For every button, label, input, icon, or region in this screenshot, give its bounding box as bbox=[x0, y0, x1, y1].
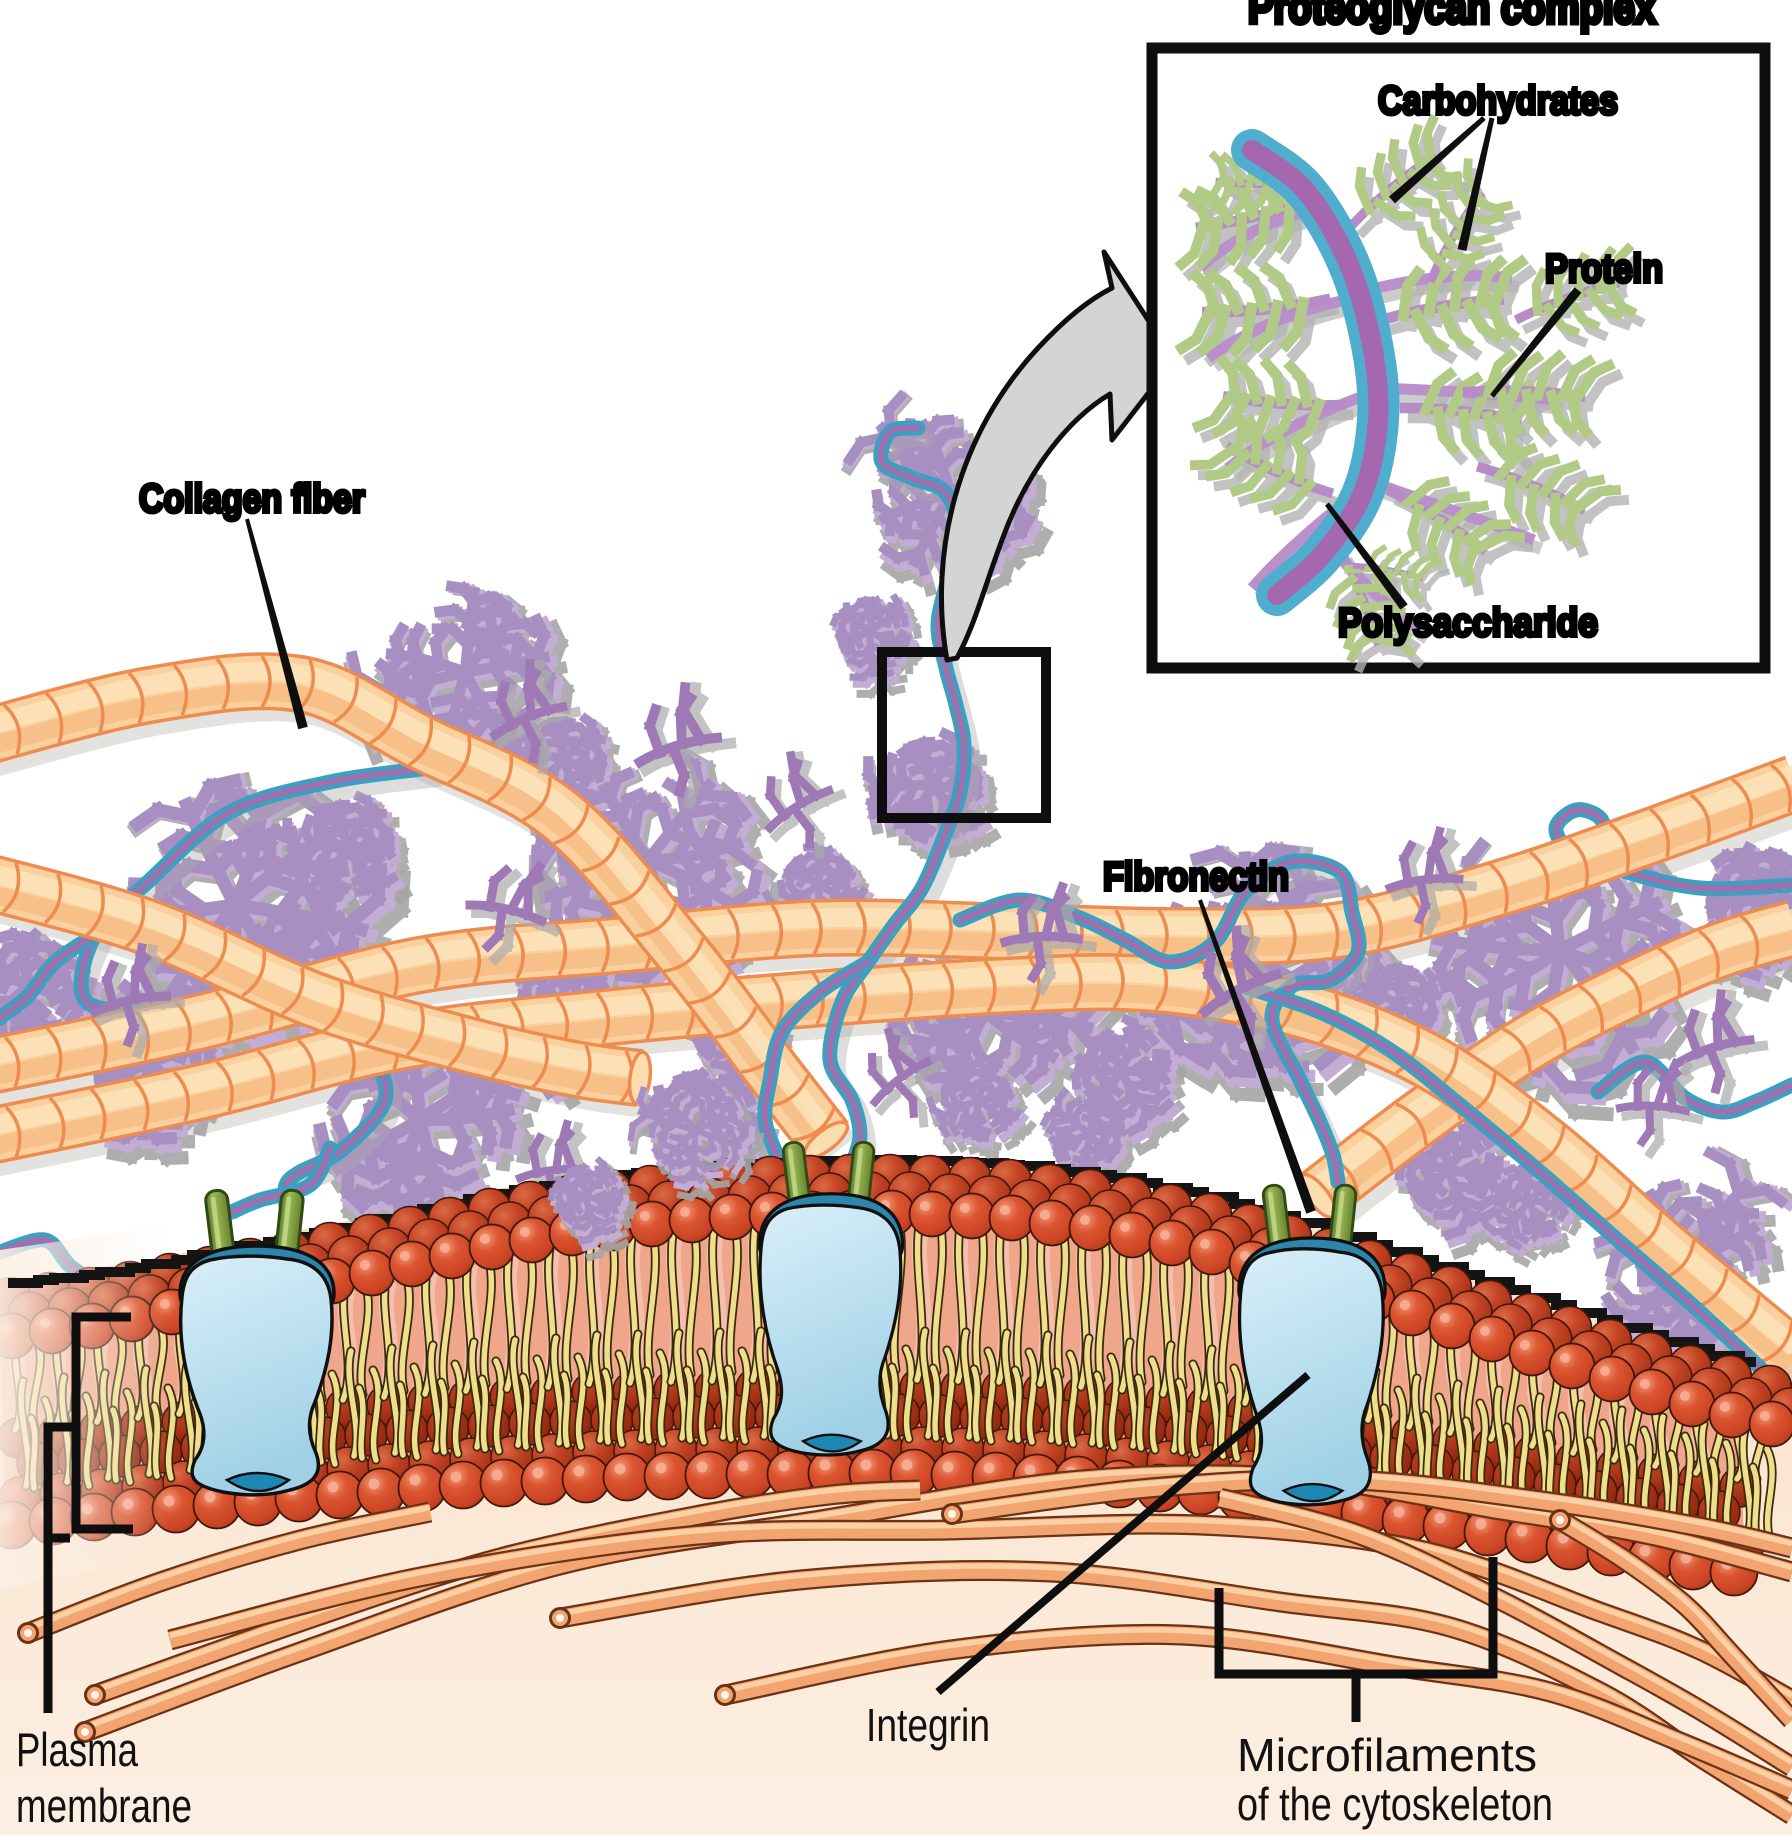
svg-text:Plasma: Plasma bbox=[16, 1723, 139, 1776]
svg-text:Integrin: Integrin bbox=[866, 1699, 990, 1751]
svg-text:Collagen fiber: Collagen fiber bbox=[139, 477, 365, 521]
svg-text:Fibronectin: Fibronectin bbox=[1103, 855, 1289, 899]
svg-text:Polysaccharide: Polysaccharide bbox=[1338, 601, 1598, 645]
svg-text:Microfilaments: Microfilaments bbox=[1237, 1729, 1537, 1781]
svg-text:of the cytoskeleton: of the cytoskeleton bbox=[1237, 1778, 1553, 1830]
svg-text:Proteoglycan complex: Proteoglycan complex bbox=[1248, 0, 1656, 33]
svg-text:Protein: Protein bbox=[1545, 247, 1663, 291]
svg-text:Carbohydrates: Carbohydrates bbox=[1378, 79, 1618, 123]
svg-text:membrane: membrane bbox=[16, 1779, 192, 1832]
